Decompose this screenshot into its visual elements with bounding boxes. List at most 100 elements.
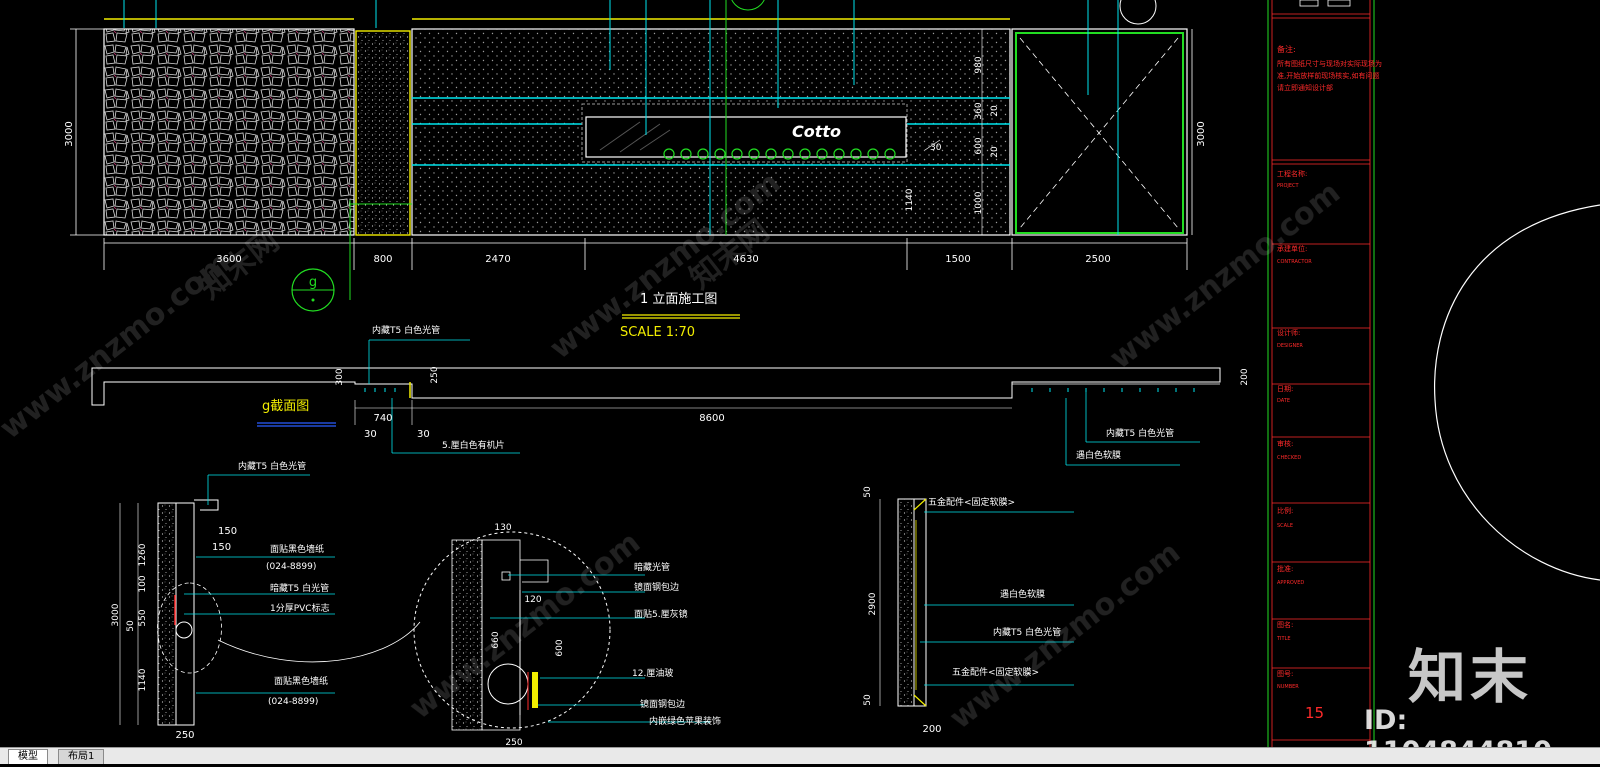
d1-label-hidden: 暗藏T5 白光管: [270, 582, 329, 594]
field-label-title: 图名:: [1277, 620, 1293, 629]
notes-line-1: 所有图纸尺寸与现场对实际现场为: [1277, 59, 1382, 68]
layout-tab-bar: 模型 布局1: [0, 747, 1600, 764]
d2-dim-120: 120: [524, 595, 541, 605]
d1-dim-150a: 150: [218, 526, 237, 537]
section-title: g截面图: [262, 399, 309, 414]
dim-bottom-6: 2500: [1085, 254, 1110, 265]
d1-dim-100: 100: [138, 575, 148, 592]
field-en-scale: SCALE: [1277, 523, 1293, 529]
d3-label-2: 遇白色软膜: [1000, 588, 1045, 600]
field-label-checked: 审核:: [1277, 439, 1293, 448]
d2-dim-250: 250: [505, 738, 522, 748]
plan-dim-250: 250: [430, 366, 440, 383]
dim-right-1: 980: [974, 56, 984, 73]
d3-dim-50b: 50: [863, 694, 873, 706]
speckle-column: [355, 30, 411, 236]
dim-bottom-3: 2470: [485, 254, 510, 265]
d2-label-3: 面贴5.厘灰镜: [634, 608, 688, 620]
d1-dim-1140: 1140: [138, 668, 148, 691]
d2-label-2: 镜面钢包边: [634, 581, 679, 593]
dim-right-3: 20: [990, 105, 1000, 117]
field-en-title: TITLE: [1276, 636, 1291, 642]
dim-30: 30: [930, 143, 942, 153]
d1-dim-150b: 150: [212, 542, 231, 553]
plan-label-t5-left: 内藏T5 白色光管: [372, 324, 440, 336]
d2-label-4: 12.厘油玻: [632, 667, 673, 679]
field-label-date: 日期:: [1277, 385, 1293, 393]
notes-line-2: 准,开始放样前现场核实,如有问题: [1277, 71, 1379, 80]
d3-dim-200: 200: [922, 724, 941, 735]
d2-label-1: 暗藏光管: [634, 561, 670, 573]
d1-dim-1260: 1260: [138, 543, 148, 566]
plan-label-t5-right: 内藏T5 白色光管: [1106, 427, 1174, 439]
section-marker-label: g: [309, 275, 317, 290]
dim-bottom-1: 3600: [216, 254, 241, 265]
field-label-contractor: 承建单位:: [1277, 244, 1307, 253]
d3-label-4: 五金配件<固定软膜>: [952, 666, 1039, 678]
detail-left-section: 3000 1260 100 550 50 1140 250 150 150 内藏…: [111, 460, 421, 741]
detail-circle: [413, 531, 611, 729]
dim-bottom-5: 1500: [945, 254, 970, 265]
plan-label-acrylic: 5.厘白色有机片: [442, 439, 505, 451]
tab-layout1[interactable]: 布局1: [58, 749, 105, 764]
right-arc: [1433, 204, 1600, 581]
stone-wall-panel: [103, 28, 355, 236]
plan-dim-200: 200: [1240, 368, 1250, 385]
watermark-logo: 知末: [1408, 643, 1533, 711]
field-label-designer: 设计师:: [1277, 328, 1300, 337]
field-en-designer: DESIGNER: [1277, 343, 1303, 349]
dim-right-5: 20: [990, 146, 1000, 158]
d2-dim-660: 660: [491, 631, 501, 648]
dim-1140: 1140: [905, 188, 915, 211]
d1-label-t5: 内藏T5 白色光管: [238, 460, 306, 472]
plan-section: 内藏T5 白色光管 5.厘白色有机片 内藏T5 白色光管 遇白色软膜 740 8…: [91, 324, 1250, 466]
d1-dim-550: 550: [138, 609, 148, 626]
detail-circle-enlargement: 130 120 660 600 250 暗藏光管 镜面钢包边 面贴5.厘灰镜 1…: [413, 523, 721, 748]
d2-dim-130: 130: [494, 523, 511, 533]
d3-dim-50a: 50: [863, 486, 873, 498]
field-en-contractor: CONTRACTOR: [1277, 259, 1312, 265]
d1-label-wallpaper2: 面贴黑色墙纸: [274, 675, 328, 687]
d1-label-code1: (024-8899): [266, 562, 316, 572]
d1-label-code2: (024-8899): [268, 697, 318, 707]
notes-line-3: 请立即通知设计部: [1277, 83, 1333, 92]
plan-dim-30a: 30: [364, 429, 377, 440]
svg-text:www.znzmo.com: www.znzmo.com: [1103, 175, 1347, 376]
plan-dim-8600: 8600: [699, 413, 724, 424]
d2-label-5: 镜面钢包边: [640, 698, 685, 710]
dim-bottom-4: 4630: [733, 254, 758, 265]
field-label-scale: 比例:: [1277, 506, 1293, 515]
d2-dim-600: 600: [555, 639, 565, 656]
d3-label-1: 五金配件<固定软膜>: [928, 496, 1015, 508]
sheet-number: 15: [1305, 704, 1324, 722]
dim-left-height: 3000: [64, 121, 75, 146]
d1-dim-3000: 3000: [111, 603, 121, 626]
svg-text:www.znzmo.com: www.znzmo.com: [943, 535, 1187, 736]
door-frame: [1011, 28, 1188, 236]
d1-label-wallpaper1: 面贴黑色墙纸: [270, 543, 324, 555]
field-label-approved: 批准:: [1277, 564, 1293, 573]
plan-dim-30b: 30: [417, 429, 430, 440]
d1-label-pvc: 1分厚PVC标志: [270, 602, 330, 614]
d1-dim-50: 50: [126, 620, 136, 632]
plan-dim-740: 740: [373, 413, 392, 424]
plan-label-soft-film: 遇白色软膜: [1076, 449, 1121, 461]
dim-right-6: 1000: [974, 191, 984, 214]
field-label-number: 图号:: [1277, 670, 1293, 678]
d2-label-6: 内嵌绿色苹果装饰: [649, 715, 721, 727]
dim-right-height: 3000: [1196, 121, 1207, 146]
field-en-checked: CHECKED: [1277, 455, 1301, 461]
scale-label: SCALE 1:70: [620, 325, 695, 340]
title-block: 备注: 所有图纸尺寸与现场对实际现场为 准,开始放样前现场核实,如有问题 请立即…: [1267, 0, 1382, 747]
svg-text:www.znzmo.com: www.znzmo.com: [403, 525, 647, 726]
field-en-approved: APPROVED: [1277, 580, 1304, 586]
elevation-title: 1 立面施工图: [640, 292, 717, 307]
detail-right-section: 50 2900 50 200 五金配件<固定软膜> 遇白色软膜 内藏T5 白色光…: [863, 486, 1074, 735]
logo-text: Cotto: [792, 122, 841, 141]
field-en-date: DATE: [1277, 398, 1290, 404]
field-en-number: NUMBER: [1277, 684, 1299, 690]
field-label-project: 工程名称:: [1277, 169, 1307, 178]
dim-right-2: 360: [974, 102, 984, 119]
tab-model[interactable]: 模型: [8, 749, 48, 764]
